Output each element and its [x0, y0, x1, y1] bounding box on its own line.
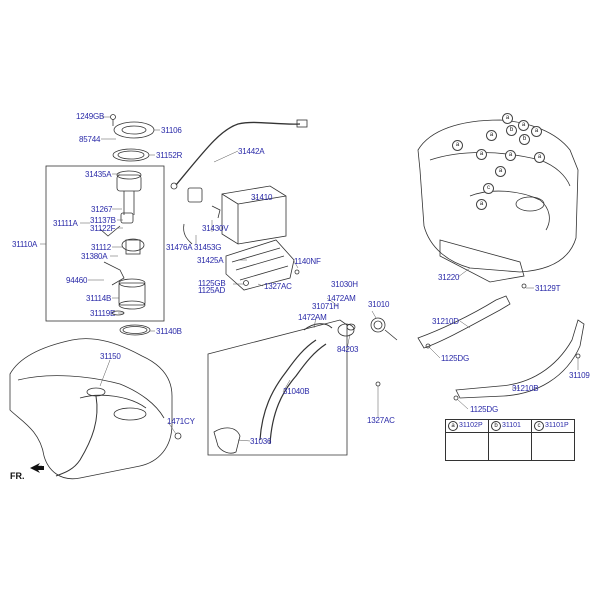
pump-module-frame	[45, 165, 165, 322]
front-direction-arrow-icon	[30, 463, 44, 473]
callout-c[interactable]: c	[483, 183, 494, 194]
part-label-31137b[interactable]: 31137B	[90, 216, 116, 225]
vapor-line-shape	[175, 121, 301, 186]
callout-a[interactable]: a	[486, 130, 497, 141]
legend-part-31102p: 31102P	[459, 422, 483, 429]
part-label-31111a[interactable]: 31111A	[53, 219, 78, 228]
part-label-31435a[interactable]: 31435A	[85, 170, 112, 179]
callout-a[interactable]: a	[534, 152, 545, 163]
part-label-31210d[interactable]: 31210D	[432, 317, 459, 326]
callout-a[interactable]: a	[452, 140, 463, 151]
hose-shape	[213, 427, 241, 454]
part-label-31071h[interactable]: 31071H	[312, 302, 339, 311]
legend-part-31101: 31101	[502, 422, 521, 429]
part-label-31030h[interactable]: 31030H	[331, 280, 358, 289]
part-label-1471cy[interactable]: 1471CY	[167, 417, 195, 426]
fuel-cap-shape	[370, 317, 386, 333]
part-label-31129t[interactable]: 31129T	[535, 284, 561, 293]
part-label-31150[interactable]: 31150	[100, 352, 121, 361]
part-label-31453g[interactable]: 31453G	[194, 243, 222, 252]
part-label-1327ac-lower[interactable]: 1327AC	[367, 416, 395, 425]
part-label-1249gb[interactable]: 1249GB	[76, 112, 105, 121]
callout-a[interactable]: a	[476, 199, 487, 210]
part-label-31152r[interactable]: 31152R	[156, 151, 183, 160]
callout-a[interactable]: a	[502, 113, 513, 124]
bracket-shape	[225, 239, 295, 291]
canister-shape	[221, 185, 287, 245]
legend-letter-a: a	[448, 421, 458, 431]
callout-b[interactable]: b	[519, 134, 530, 145]
strap-right-shape	[455, 319, 585, 399]
part-label-31425a[interactable]: 31425A	[197, 256, 224, 265]
legend-part-31101p: 31101P	[545, 422, 569, 429]
callout-a[interactable]: a	[476, 149, 487, 160]
part-label-31010[interactable]: 31010	[368, 300, 390, 309]
part-label-31267[interactable]: 31267	[91, 205, 113, 214]
callout-a[interactable]: a	[531, 126, 542, 137]
legend-letter-c: c	[534, 421, 544, 431]
legend-letter-b: b	[491, 421, 501, 431]
part-label-31119e[interactable]: 31119E	[90, 309, 116, 318]
part-label-31430v[interactable]: 31430V	[202, 224, 229, 233]
pump-flange-shape	[116, 174, 142, 192]
tank-guard-shape	[417, 119, 579, 273]
part-label-94460[interactable]: 94460	[66, 276, 88, 285]
heat-shield-shape	[439, 239, 525, 283]
part-label-31410[interactable]: 31410	[251, 193, 273, 202]
part-label-31380a[interactable]: 31380A	[81, 252, 108, 261]
callout-a[interactable]: a	[495, 166, 506, 177]
part-label-1125gb[interactable]: 1125GB	[198, 279, 226, 288]
part-label-1125dg-lower[interactable]: 1125DG	[470, 405, 499, 414]
part-label-31109[interactable]: 31109	[569, 371, 590, 380]
part-label-1327ac-upper[interactable]: 1327AC	[264, 282, 292, 291]
part-label-31036[interactable]: 31036	[250, 437, 272, 446]
part-label-31210b[interactable]: 31210B	[512, 384, 539, 393]
callout-b[interactable]: b	[506, 125, 517, 136]
part-label-31114b[interactable]: 31114B	[86, 294, 112, 303]
strainer-shape	[118, 282, 146, 306]
part-label-84203[interactable]: 84203	[337, 345, 359, 354]
part-label-1140nf[interactable]: 1140NF	[294, 257, 321, 266]
front-direction-label: FR.	[10, 471, 25, 481]
callout-a[interactable]: a	[505, 150, 516, 161]
part-label-31110a[interactable]: 31110A	[12, 240, 38, 249]
part-label-31140b[interactable]: 31140B	[156, 327, 182, 336]
part-label-31106[interactable]: 31106	[161, 126, 182, 135]
part-label-31122f[interactable]: 31122F	[90, 224, 116, 233]
part-label-1472am-upper[interactable]: 1472AM	[327, 294, 356, 303]
callout-a[interactable]: a	[518, 120, 529, 131]
lock-ring-shape	[113, 121, 155, 139]
part-label-1125dg-upper[interactable]: 1125DG	[441, 354, 470, 363]
part-label-31442a[interactable]: 31442A	[238, 147, 265, 156]
filler-group-frame	[207, 319, 348, 456]
part-label-31112[interactable]: 31112	[91, 243, 112, 252]
part-label-1125ad[interactable]: 1125AD	[198, 286, 226, 295]
fuel-tank-shape	[9, 338, 173, 480]
part-label-1472am-lower[interactable]: 1472AM	[298, 313, 327, 322]
part-label-31476a[interactable]: 31476A	[166, 243, 193, 252]
part-label-31220[interactable]: 31220	[438, 273, 460, 282]
filler-pipe-shape	[259, 339, 317, 441]
pump-motor-shape	[121, 238, 145, 252]
strap-left-shape	[417, 295, 511, 349]
part-label-31040b[interactable]: 31040B	[283, 387, 310, 396]
seal-ring-shape	[119, 324, 151, 336]
part-label-85744[interactable]: 85744	[79, 135, 101, 144]
